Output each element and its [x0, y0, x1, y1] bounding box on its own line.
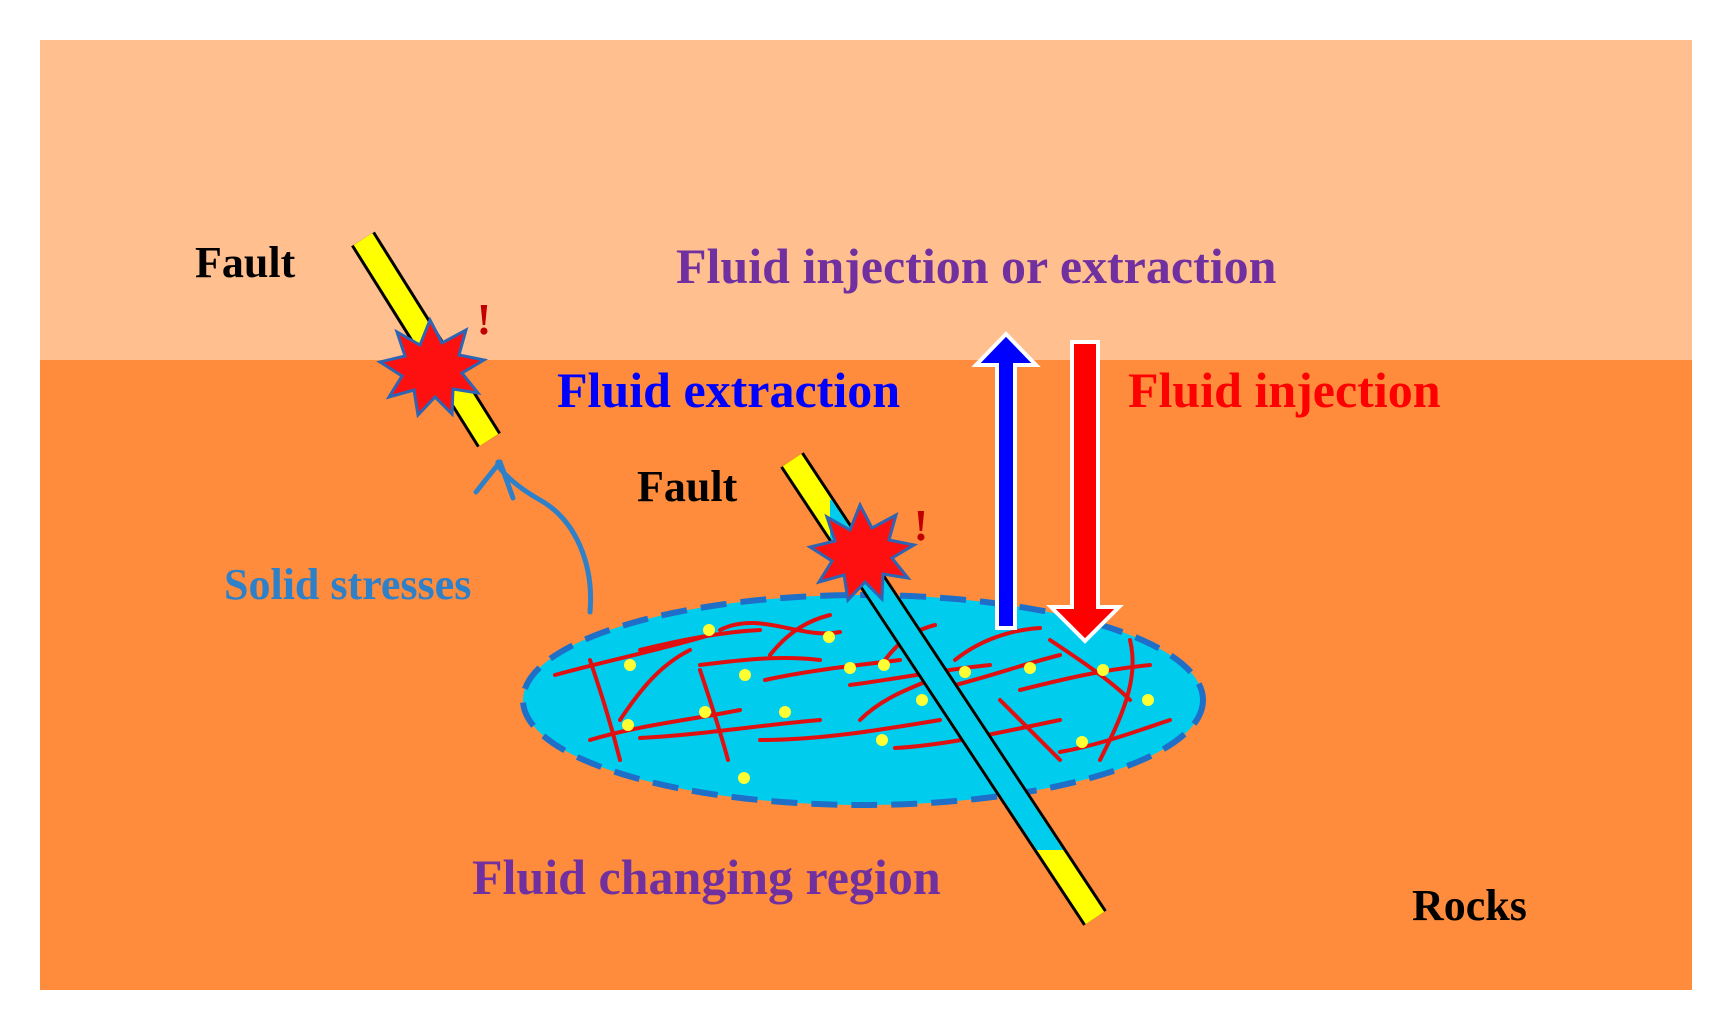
curved-arrow-icon — [473, 459, 594, 615]
region-label: Fluid changing region — [472, 849, 941, 905]
arrow-up-icon — [971, 331, 1041, 630]
arrow-down-icon — [1046, 340, 1124, 644]
fault-label-lower: Fault — [637, 462, 738, 511]
solid-stresses-label: Solid stresses — [224, 560, 471, 609]
extraction-label: Fluid extraction — [557, 362, 900, 418]
fracture-junctions — [622, 624, 1154, 784]
upper-rock-layer — [40, 40, 1692, 360]
fluid-changing-region — [520, 592, 1206, 808]
rupture-burst-icon-lower — [806, 501, 919, 604]
injection-label: Fluid injection — [1128, 362, 1441, 418]
rupture-burst-icon — [376, 316, 489, 419]
title-label: Fluid injection or extraction — [676, 238, 1277, 294]
rocks-label: Rocks — [1412, 881, 1527, 930]
alert-mark-lower: ! — [914, 501, 929, 550]
fault-label-upper: Fault — [195, 238, 296, 287]
alert-mark-upper: ! — [477, 295, 492, 344]
